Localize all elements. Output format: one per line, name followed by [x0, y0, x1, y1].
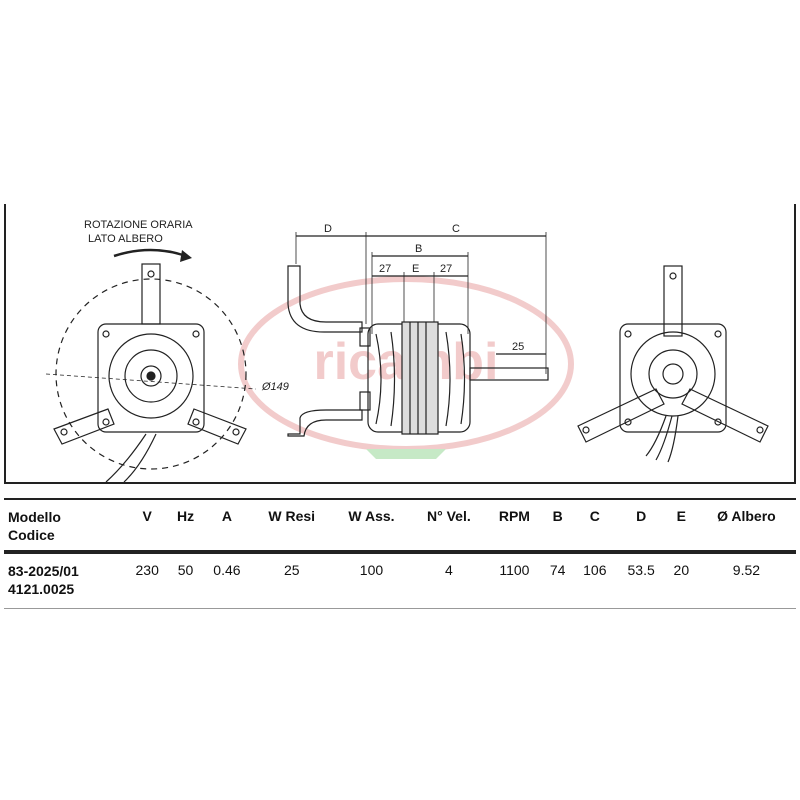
side-view: D C B 27 E 27 25: [287, 223, 549, 437]
cell-b: 74: [542, 552, 574, 609]
header-albero: Ø Albero: [696, 498, 796, 554]
dim-27-right-label: 27: [440, 263, 452, 275]
spec-table: Modello Codice V Hz A W Resi W Ass. N° V…: [4, 498, 796, 609]
header-c: C: [573, 498, 617, 554]
cell-rpm: 1100: [486, 552, 543, 609]
rotation-line1: ROTAZIONE ORARIA: [84, 219, 193, 231]
header-n-vel: N° Vel.: [411, 498, 487, 554]
table-header-row: Modello Codice V Hz A W Resi W Ass. N° V…: [4, 498, 796, 554]
cell-albero: 9.52: [696, 552, 796, 609]
cell-hz: 50: [168, 552, 203, 609]
header-model-code: Modello Codice: [4, 498, 126, 554]
cell-v: 230: [125, 552, 169, 609]
header-rpm: RPM: [486, 498, 543, 554]
cell-n-vel: 4: [411, 552, 487, 609]
cell-code: 4121.0025: [8, 581, 75, 597]
rear-view: [577, 265, 769, 463]
header-b: B: [542, 498, 574, 554]
header-hz: Hz: [168, 498, 203, 554]
header-a: A: [202, 498, 252, 554]
cell-model: 83-2025/01: [8, 563, 79, 579]
rotation-line2: LATO ALBERO: [88, 233, 163, 245]
cell-a: 0.46: [202, 552, 252, 609]
technical-drawing-panel: ricambi ROTAZIONE ORARIA LATO ALBERO: [4, 204, 796, 484]
dim-b-label: B: [415, 243, 422, 255]
dim-27-left-label: 27: [379, 263, 391, 275]
front-view: ROTAZIONE ORARIA LATO ALBERO Ø149: [45, 219, 289, 483]
header-model: Modello: [8, 509, 61, 525]
dim-c-label: C: [452, 223, 460, 235]
cell-model-code: 83-2025/01 4121.0025: [4, 552, 126, 609]
dim-e-label: E: [412, 263, 419, 275]
motor-drawing: ricambi ROTAZIONE ORARIA LATO ALBERO: [45, 219, 769, 483]
dim-d-label: D: [324, 223, 332, 235]
header-w-resi: W Resi: [251, 498, 332, 554]
dim-shaft-label: 25: [512, 341, 524, 353]
cell-w-resi: 25: [251, 552, 332, 609]
header-d: D: [616, 498, 666, 554]
diameter-label: Ø149: [261, 381, 289, 393]
header-code: Codice: [8, 527, 55, 543]
cell-d: 53.5: [616, 552, 666, 609]
cell-e: 20: [665, 552, 697, 609]
table-row: 83-2025/01 4121.0025 230 50 0.46 25 100 …: [4, 552, 796, 609]
cell-c: 106: [573, 552, 617, 609]
cell-w-ass: 100: [331, 552, 412, 609]
header-v: V: [125, 498, 169, 554]
header-w-ass: W Ass.: [331, 498, 412, 554]
header-e: E: [665, 498, 697, 554]
rotation-arrow-icon: [113, 248, 187, 258]
